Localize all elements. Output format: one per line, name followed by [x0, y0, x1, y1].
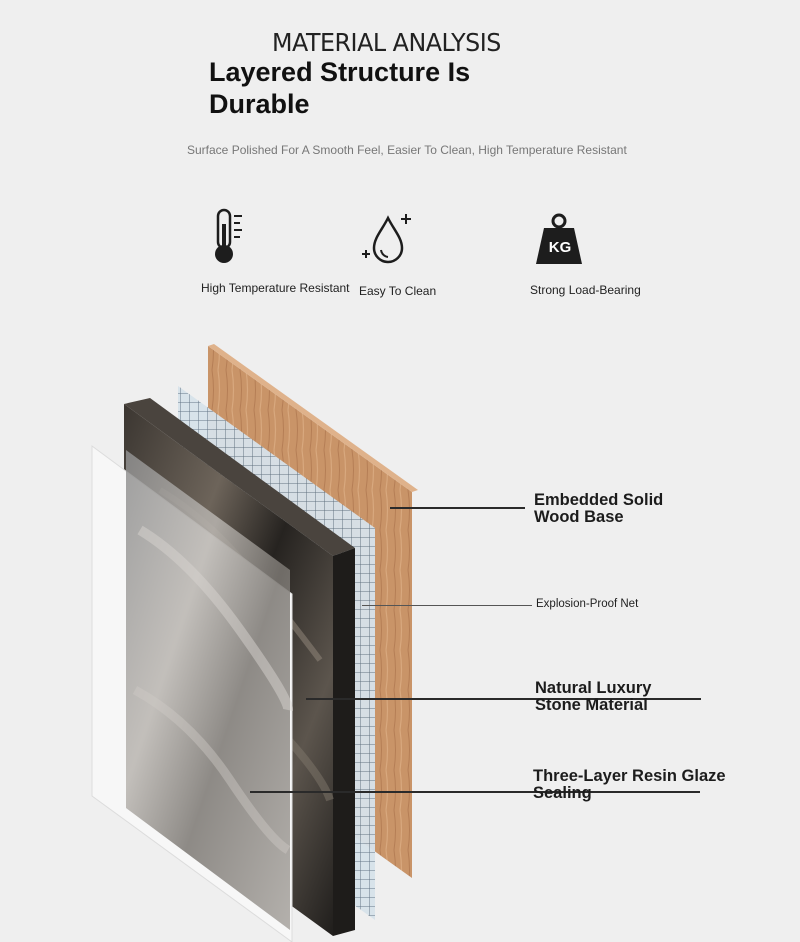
callout-line-stone: [306, 698, 701, 700]
callout-line-wood: [390, 507, 525, 509]
thermometer-icon: [215, 208, 242, 263]
label-stone-material: Natural Luxury Stone Material: [535, 679, 652, 714]
label-resin-glaze: Three-Layer Resin Glaze Sealing: [533, 767, 726, 802]
layer-structure-illustration: [91, 344, 418, 942]
feature-load-bearing: KG Strong Load-Bearing: [528, 208, 658, 308]
subtitle: Surface Polished For A Smooth Feel, Easi…: [187, 143, 627, 157]
feature-label: Easy To Clean: [359, 284, 437, 298]
weight-kg-icon-label: KG: [548, 239, 572, 256]
weight-kg-icon: [536, 213, 582, 264]
callout-line-resin: [250, 791, 700, 793]
page-title: Layered Structure Is Durable: [209, 57, 471, 119]
resin-glaze-layer: [91, 445, 293, 942]
feature-label: High Temperature Resistant: [201, 281, 350, 295]
water-drop-icon: [362, 214, 411, 264]
label-wood-base: Embedded Solid Wood Base: [534, 491, 664, 526]
callout-line-net: [362, 605, 532, 606]
section-eyebrow: MATERIAL ANALYSIS: [272, 28, 501, 57]
feature-label: Strong Load-Bearing: [530, 283, 641, 297]
feature-easy-clean: Easy To Clean: [358, 208, 468, 308]
feature-high-temperature: High Temperature Resistant: [200, 208, 360, 308]
label-explosion-proof-net: Explosion-Proof Net: [536, 598, 639, 610]
